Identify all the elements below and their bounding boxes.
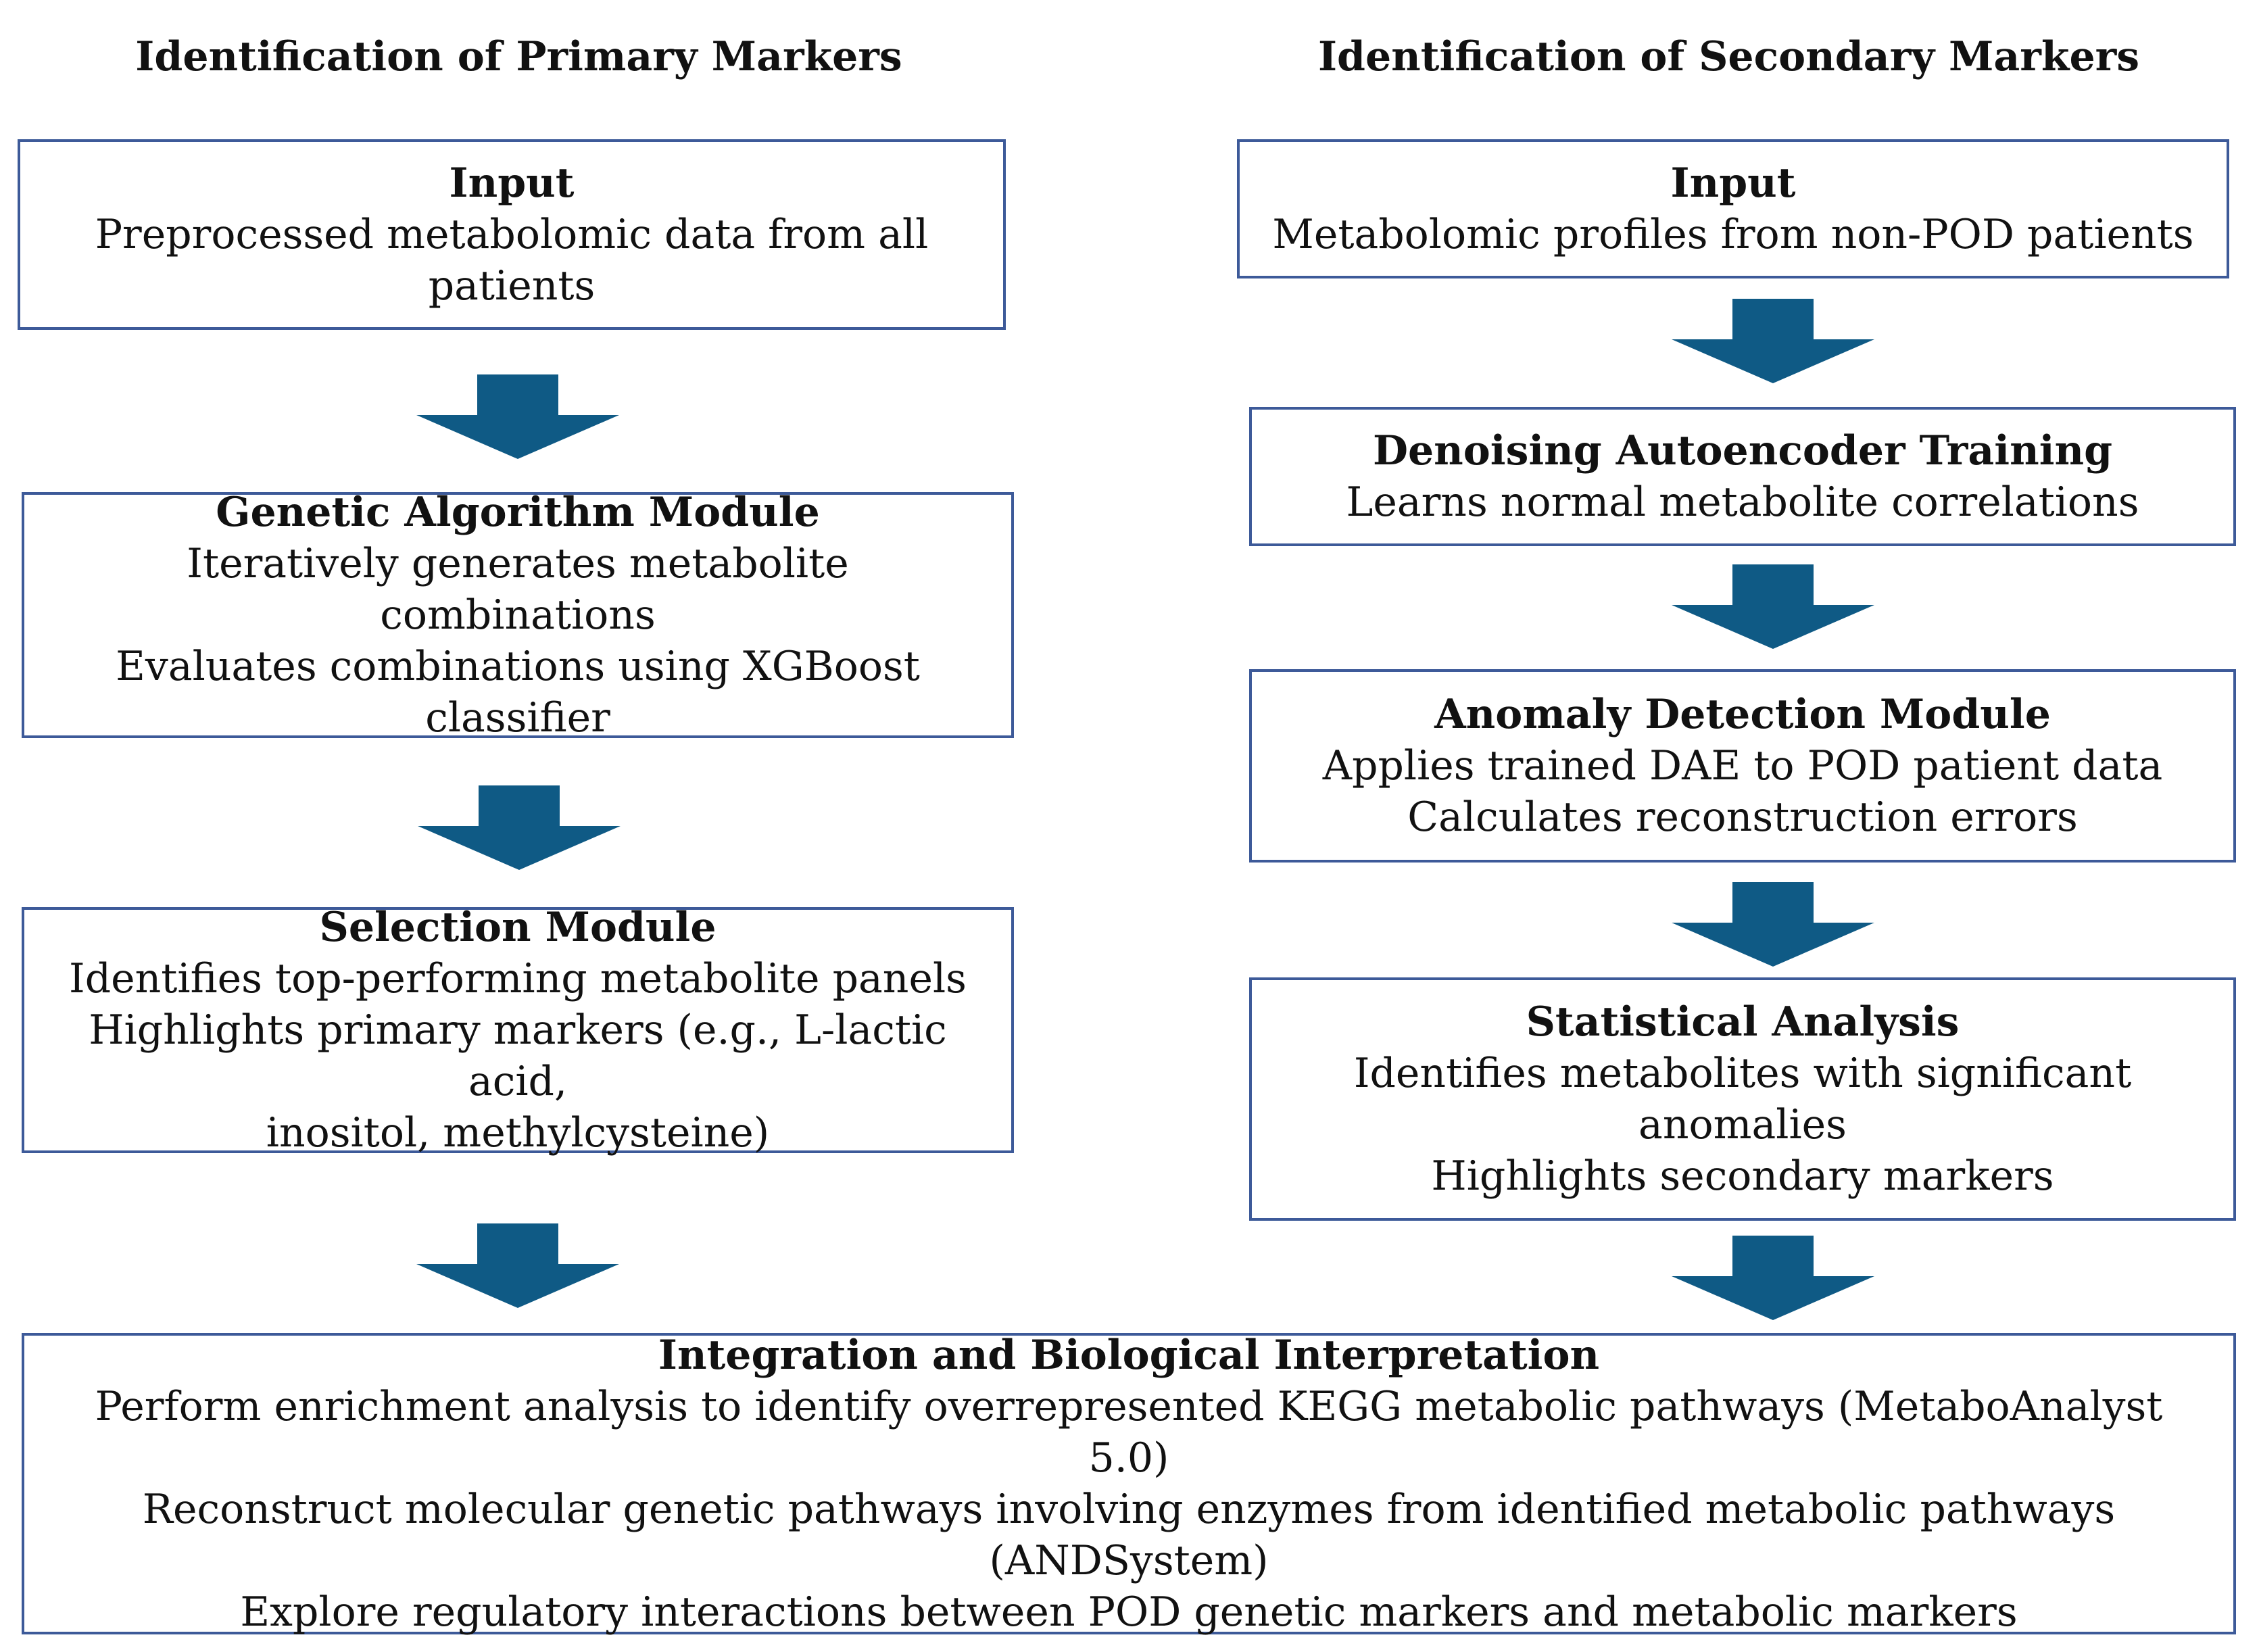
box-line: Explore regulatory interactions between … — [240, 1588, 2018, 1636]
down-arrow-icon — [416, 374, 619, 459]
box-title: Integration and Biological Interpretatio… — [658, 1332, 1600, 1379]
box-line: Metabolomic profiles from non-POD patien… — [1272, 211, 2194, 258]
box-line: Calculates reconstruction errors — [1407, 794, 2078, 841]
box-line: Perform enrichment analysis to identify … — [95, 1383, 2163, 1482]
box-title: Input — [449, 160, 575, 207]
box-line: Highlights secondary markers — [1431, 1152, 2054, 1200]
box-line: Iteratively generates metabolite combina… — [187, 540, 849, 639]
box-line: (ANDSystem) — [989, 1537, 1269, 1584]
box-line: Identifies metabolites with significant — [1353, 1050, 2132, 1097]
box-line: Reconstruct molecular genetic pathways i… — [142, 1486, 2116, 1533]
box-line: Preprocessed metabolomic data from all — [95, 211, 929, 258]
box-title: Denoising Autoencoder Training — [1372, 427, 2113, 475]
box-line: anomalies — [1638, 1101, 1847, 1148]
down-arrow-icon — [1672, 299, 1874, 383]
down-arrow-icon — [1672, 564, 1874, 649]
down-arrow-icon — [418, 785, 621, 870]
genetic-algorithm-box: Genetic Algorithm Module Iteratively gen… — [22, 489, 1014, 742]
down-arrow-icon — [416, 1223, 619, 1308]
integration-interpretation-box: Integration and Biological Interpretatio… — [22, 1332, 2236, 1636]
down-arrow-icon — [1672, 1236, 1874, 1320]
primary-markers-heading: Identification of Primary Markers — [135, 33, 902, 80]
box-title: Genetic Algorithm Module — [216, 489, 820, 536]
secondary-input-box: Input Metabolomic profiles from non-POD … — [1237, 139, 2229, 278]
primary-input-box: Input Preprocessed metabolomic data from… — [18, 139, 1006, 330]
box-line: classifier — [425, 694, 610, 742]
anomaly-detection-box: Anomaly Detection Module Applies trained… — [1249, 669, 2236, 863]
box-line: Applies trained DAE to POD patient data — [1322, 742, 2163, 789]
box-line: Highlights primary markers (e.g., L-lact… — [89, 1006, 947, 1105]
denoising-autoencoder-box: Denoising Autoencoder Training Learns no… — [1249, 407, 2236, 546]
box-title: Input — [1670, 160, 1796, 207]
box-line: Learns normal metabolite correlations — [1346, 479, 2139, 526]
box-line: Identifies top-performing metabolite pan… — [69, 955, 967, 1002]
box-line: patients — [428, 262, 596, 310]
statistical-analysis-box: Statistical Analysis Identifies metaboli… — [1249, 977, 2236, 1221]
box-title: Selection Module — [319, 904, 716, 951]
box-line: inositol, methylcysteine) — [266, 1109, 770, 1157]
selection-module-box: Selection Module Identifies top-performi… — [22, 904, 1014, 1157]
secondary-markers-heading: Identification of Secondary Markers — [1317, 33, 2140, 80]
box-title: Statistical Analysis — [1526, 998, 1960, 1046]
down-arrow-icon — [1672, 882, 1874, 967]
box-line: Evaluates combinations using XGBoost — [116, 643, 920, 690]
box-title: Anomaly Detection Module — [1434, 691, 2051, 738]
